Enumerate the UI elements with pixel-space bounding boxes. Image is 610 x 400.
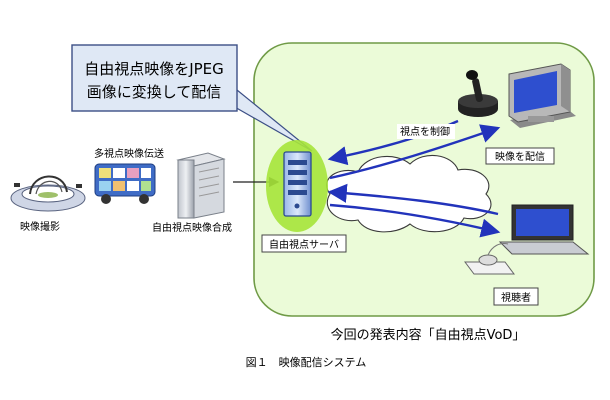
multi-view-transmission-icon bbox=[94, 163, 156, 204]
video-delivery-box bbox=[485, 147, 555, 165]
server-label-box bbox=[261, 234, 347, 253]
figure-caption: 図１ 映像配信システム bbox=[246, 356, 367, 369]
synthesis-tower-icon bbox=[176, 152, 226, 219]
desktop-computer-icon bbox=[508, 63, 576, 128]
network-cloud bbox=[326, 154, 492, 233]
arrow-server-to-laptop bbox=[329, 203, 501, 238]
callout-line-2: 画像に変換して配信 bbox=[87, 83, 222, 101]
arrow-laptop-to-server bbox=[327, 183, 499, 216]
server-icon bbox=[266, 140, 328, 232]
viewpoint-control-box bbox=[397, 124, 455, 139]
label-video-capture: 映像撮影 bbox=[20, 220, 60, 233]
callout-line-1: 自由視点映像をJPEG bbox=[84, 60, 224, 78]
callout: 自由視点映像をJPEG 画像に変換して配信 bbox=[71, 44, 313, 152]
label-fvv-server: 自由視点サーバ bbox=[269, 238, 339, 251]
label-video-delivery: 映像を配信 bbox=[495, 151, 545, 163]
arrow-server-to-desktop bbox=[329, 124, 501, 180]
mouse-icon bbox=[464, 243, 515, 275]
viewer-box bbox=[493, 287, 539, 306]
label-fvv-synthesis: 自由視点映像合成 bbox=[152, 221, 232, 234]
joystick-icon bbox=[458, 70, 498, 117]
stadium-camera-icon bbox=[10, 175, 86, 212]
scope-caption: 今回の発表内容「自由視点VoD」 bbox=[331, 327, 526, 343]
label-viewpoint-control: 視点を制御 bbox=[400, 125, 450, 138]
label-multi-view-transmission: 多視点映像伝送 bbox=[94, 147, 164, 160]
laptop-icon bbox=[498, 204, 590, 255]
label-viewer: 視聴者 bbox=[501, 291, 531, 304]
